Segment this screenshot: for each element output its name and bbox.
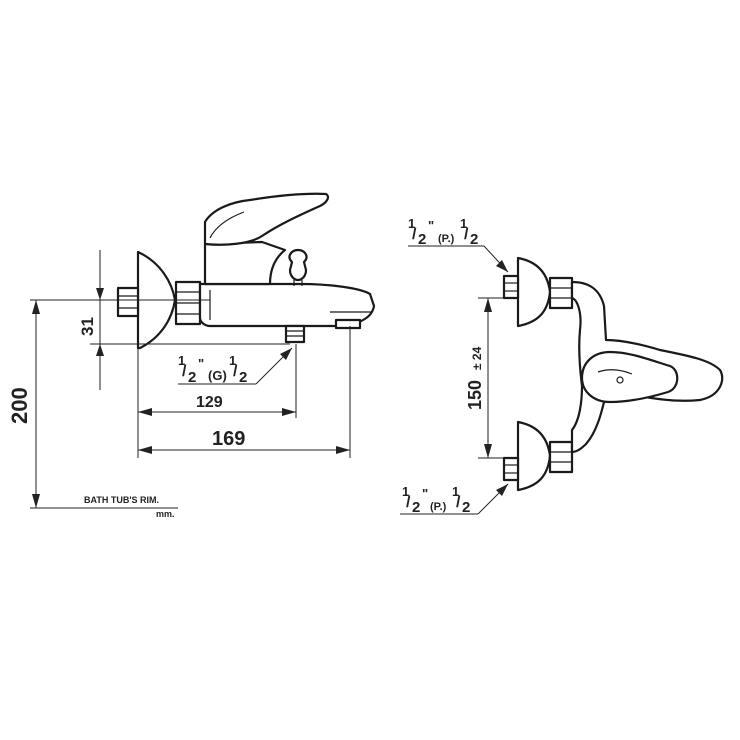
dim-150-tolerance: ± 24 (470, 346, 484, 370)
side-aerator (334, 318, 362, 330)
unit-label: mm. (156, 509, 175, 519)
top-inlet-thread-label: 1 / 2 " (P.) 1 / 2 (408, 216, 478, 248)
svg-text:(G): (G) (208, 368, 227, 383)
svg-text:2: 2 (239, 369, 247, 386)
side-diverter-knob (288, 248, 308, 282)
svg-text:2: 2 (188, 369, 196, 386)
svg-text:2: 2 (418, 231, 426, 248)
side-shower-outlet (284, 324, 306, 344)
svg-text:2: 2 (470, 231, 478, 248)
svg-text:": " (428, 218, 434, 233)
svg-text:2: 2 (412, 499, 420, 516)
dim-129-label: 129 (196, 394, 223, 411)
side-lever-handle (203, 192, 330, 246)
svg-text:1: 1 (460, 216, 467, 231)
svg-text:": " (198, 356, 204, 371)
dim-200-label: 200 (7, 387, 32, 424)
side-view: 31 200 BATH TUB'S RIM. mm. 129 169 1 / (7, 192, 376, 519)
svg-text:(P.): (P.) (438, 233, 455, 245)
bottom-inlet-thread-label: 1 / 2 " (P.) 1 / 2 (402, 484, 470, 516)
front-top-flange (516, 256, 552, 328)
side-column (203, 240, 287, 286)
svg-text:/: / (456, 494, 461, 511)
side-spout-body (198, 282, 376, 328)
svg-text:1: 1 (402, 484, 409, 499)
front-lever (580, 350, 679, 404)
dim-31-label: 31 (78, 317, 97, 336)
front-view: 150 ± 24 1 / 2 " (P.) 1 / 2 1 / 2 " (P.)… (400, 216, 724, 516)
front-bottom-flange (516, 420, 552, 492)
svg-text:1: 1 (452, 484, 459, 499)
outlet-thread-label: 1 / 2 " (G) 1 / 2 (178, 353, 247, 386)
front-top-inlet (502, 274, 520, 300)
front-bottom-inlet (502, 456, 520, 482)
svg-text:1: 1 (408, 216, 415, 231)
svg-text:2: 2 (462, 499, 470, 516)
svg-text:/: / (182, 363, 187, 380)
svg-text:/: / (406, 494, 411, 511)
svg-text:/: / (412, 226, 417, 243)
svg-text:1: 1 (229, 353, 236, 368)
dim-169-label: 169 (212, 428, 245, 450)
svg-text:/: / (233, 363, 238, 380)
svg-text:(P.): (P.) (430, 501, 447, 513)
svg-text:1: 1 (178, 353, 185, 368)
svg-text:/: / (464, 226, 469, 243)
dim-150-label: 150 (465, 380, 485, 410)
front-top-nut (548, 276, 574, 310)
svg-text:": " (422, 486, 428, 501)
side-inlet-stub (116, 286, 140, 318)
bath-tub-rim-label: BATH TUB'S RIM. (84, 495, 159, 505)
front-bottom-nut (548, 440, 574, 474)
